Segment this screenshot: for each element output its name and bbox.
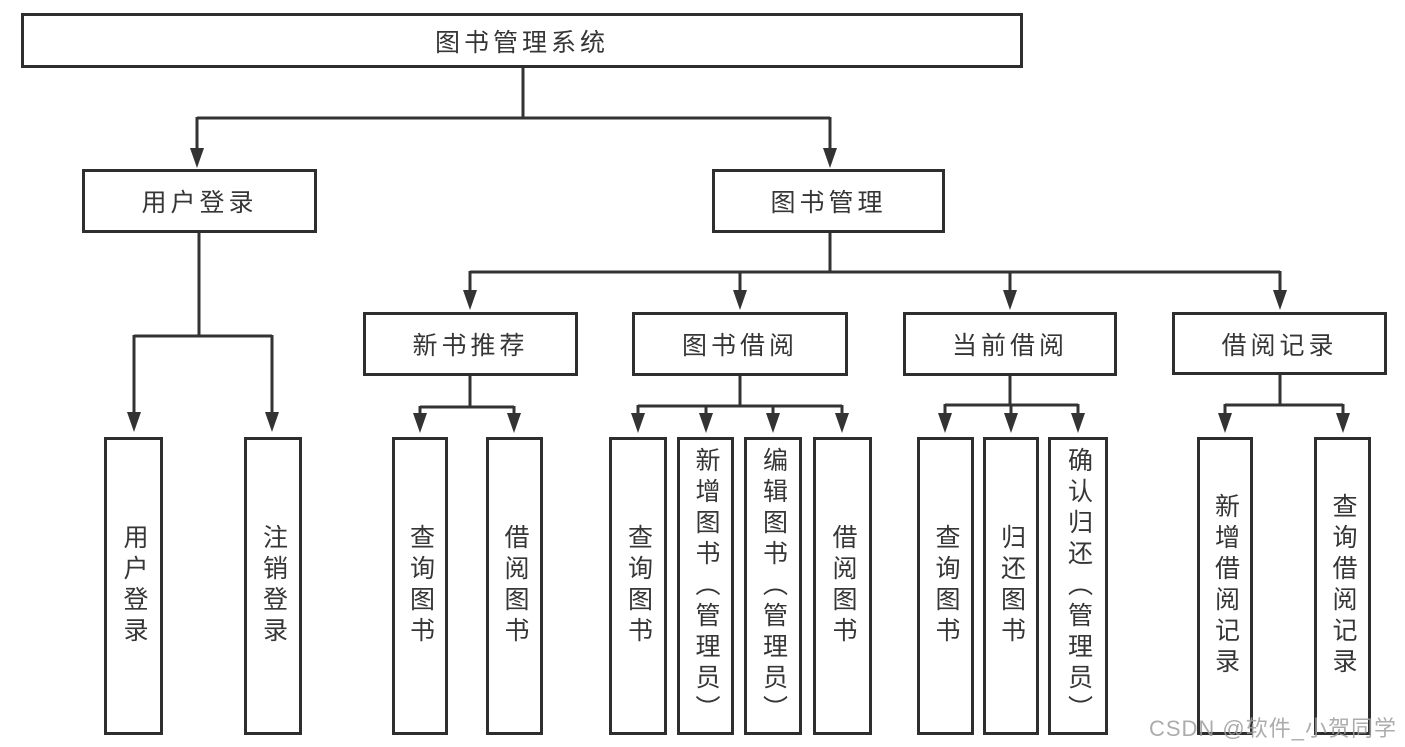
leaf-add-books-admin: 新增图书（管理员）	[677, 437, 734, 735]
branch-current-borrowing-label: 当前借阅	[951, 332, 1068, 360]
leaf-borrow-books-recommend: 借阅图书	[486, 437, 543, 735]
branch-borrowing-records: 借阅记录	[1172, 312, 1387, 375]
branch-book-borrowing: 图书借阅	[632, 312, 848, 376]
leaf-return-books: 归还图书	[983, 437, 1039, 735]
root-label: 图书管理系统	[434, 28, 609, 57]
leaf-query-books-current: 查询图书	[917, 437, 974, 735]
branch-new-book-recommend-label: 新书推荐	[412, 332, 529, 360]
leaf-add-borrow-record: 新增借阅记录	[1197, 437, 1253, 735]
branch-book-management-label: 图书管理	[770, 189, 887, 217]
leaf-confirm-return-admin: 确认归还（管理员）	[1048, 437, 1108, 735]
leaf-query-books-recommend: 查询图书	[392, 437, 448, 735]
branch-book-management: 图书管理	[712, 169, 945, 233]
branch-user-login-label: 用户登录	[141, 189, 258, 217]
branch-book-borrowing-label: 图书借阅	[681, 332, 798, 360]
branch-borrowing-records-label: 借阅记录	[1221, 331, 1338, 360]
leaf-borrow-books-borrowing: 借阅图书	[813, 437, 872, 735]
leaf-query-books-borrowing: 查询图书	[609, 437, 667, 735]
leaf-user-login: 用户登录	[104, 437, 163, 735]
leaf-logout: 注销登录	[244, 437, 302, 735]
branch-user-login: 用户登录	[82, 169, 317, 233]
branch-current-borrowing: 当前借阅	[903, 312, 1117, 376]
branch-new-book-recommend: 新书推荐	[363, 312, 578, 376]
arrowheads	[127, 148, 1350, 433]
leaf-query-borrow-record: 查询借阅记录	[1314, 437, 1371, 735]
root-box-library-system: 图书管理系统	[21, 13, 1023, 68]
leaf-edit-books-admin: 编辑图书（管理员）	[744, 437, 802, 735]
